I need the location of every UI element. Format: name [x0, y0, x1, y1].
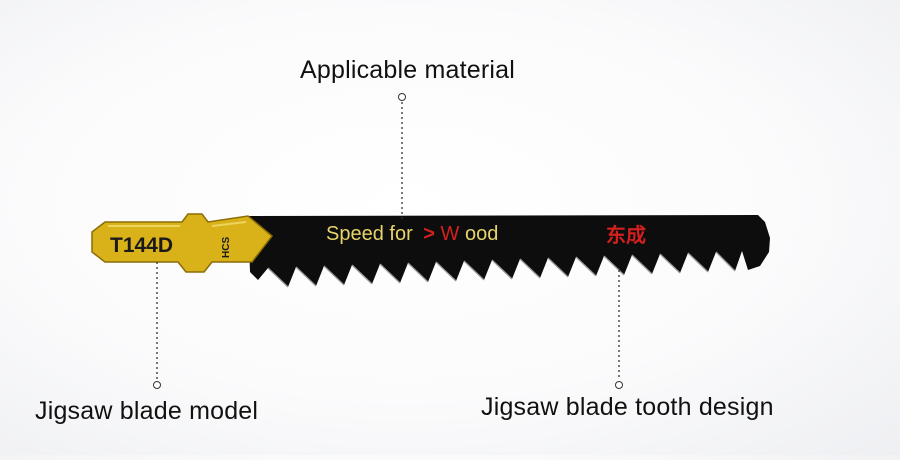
- label-applicable-material: Applicable material: [300, 56, 516, 84]
- label-blade-model: Jigsaw blade model: [35, 397, 259, 425]
- blade-print-speed: Speed for: [326, 223, 413, 245]
- arrow-icon: >: [423, 223, 435, 245]
- blade-shank: [91, 213, 274, 273]
- blade-model-text: T144D: [110, 234, 173, 257]
- brand-mark: 东成: [606, 223, 646, 247]
- blade-print-ood: ood: [465, 223, 498, 245]
- label-tooth-design: Jigsaw blade tooth design: [481, 393, 774, 421]
- leader-dot-model: [153, 381, 161, 389]
- leader-dot-tooth: [615, 381, 623, 389]
- tooth-edge-highlight: [267, 251, 736, 288]
- blade-print-w: W: [441, 223, 460, 245]
- shank-shine: [108, 221, 247, 227]
- blade-body: [248, 215, 770, 287]
- steel-type-text: HCS: [221, 237, 232, 258]
- leader-dot-material: [398, 93, 406, 101]
- blade-print-text: Speed for > W ood: [326, 223, 498, 245]
